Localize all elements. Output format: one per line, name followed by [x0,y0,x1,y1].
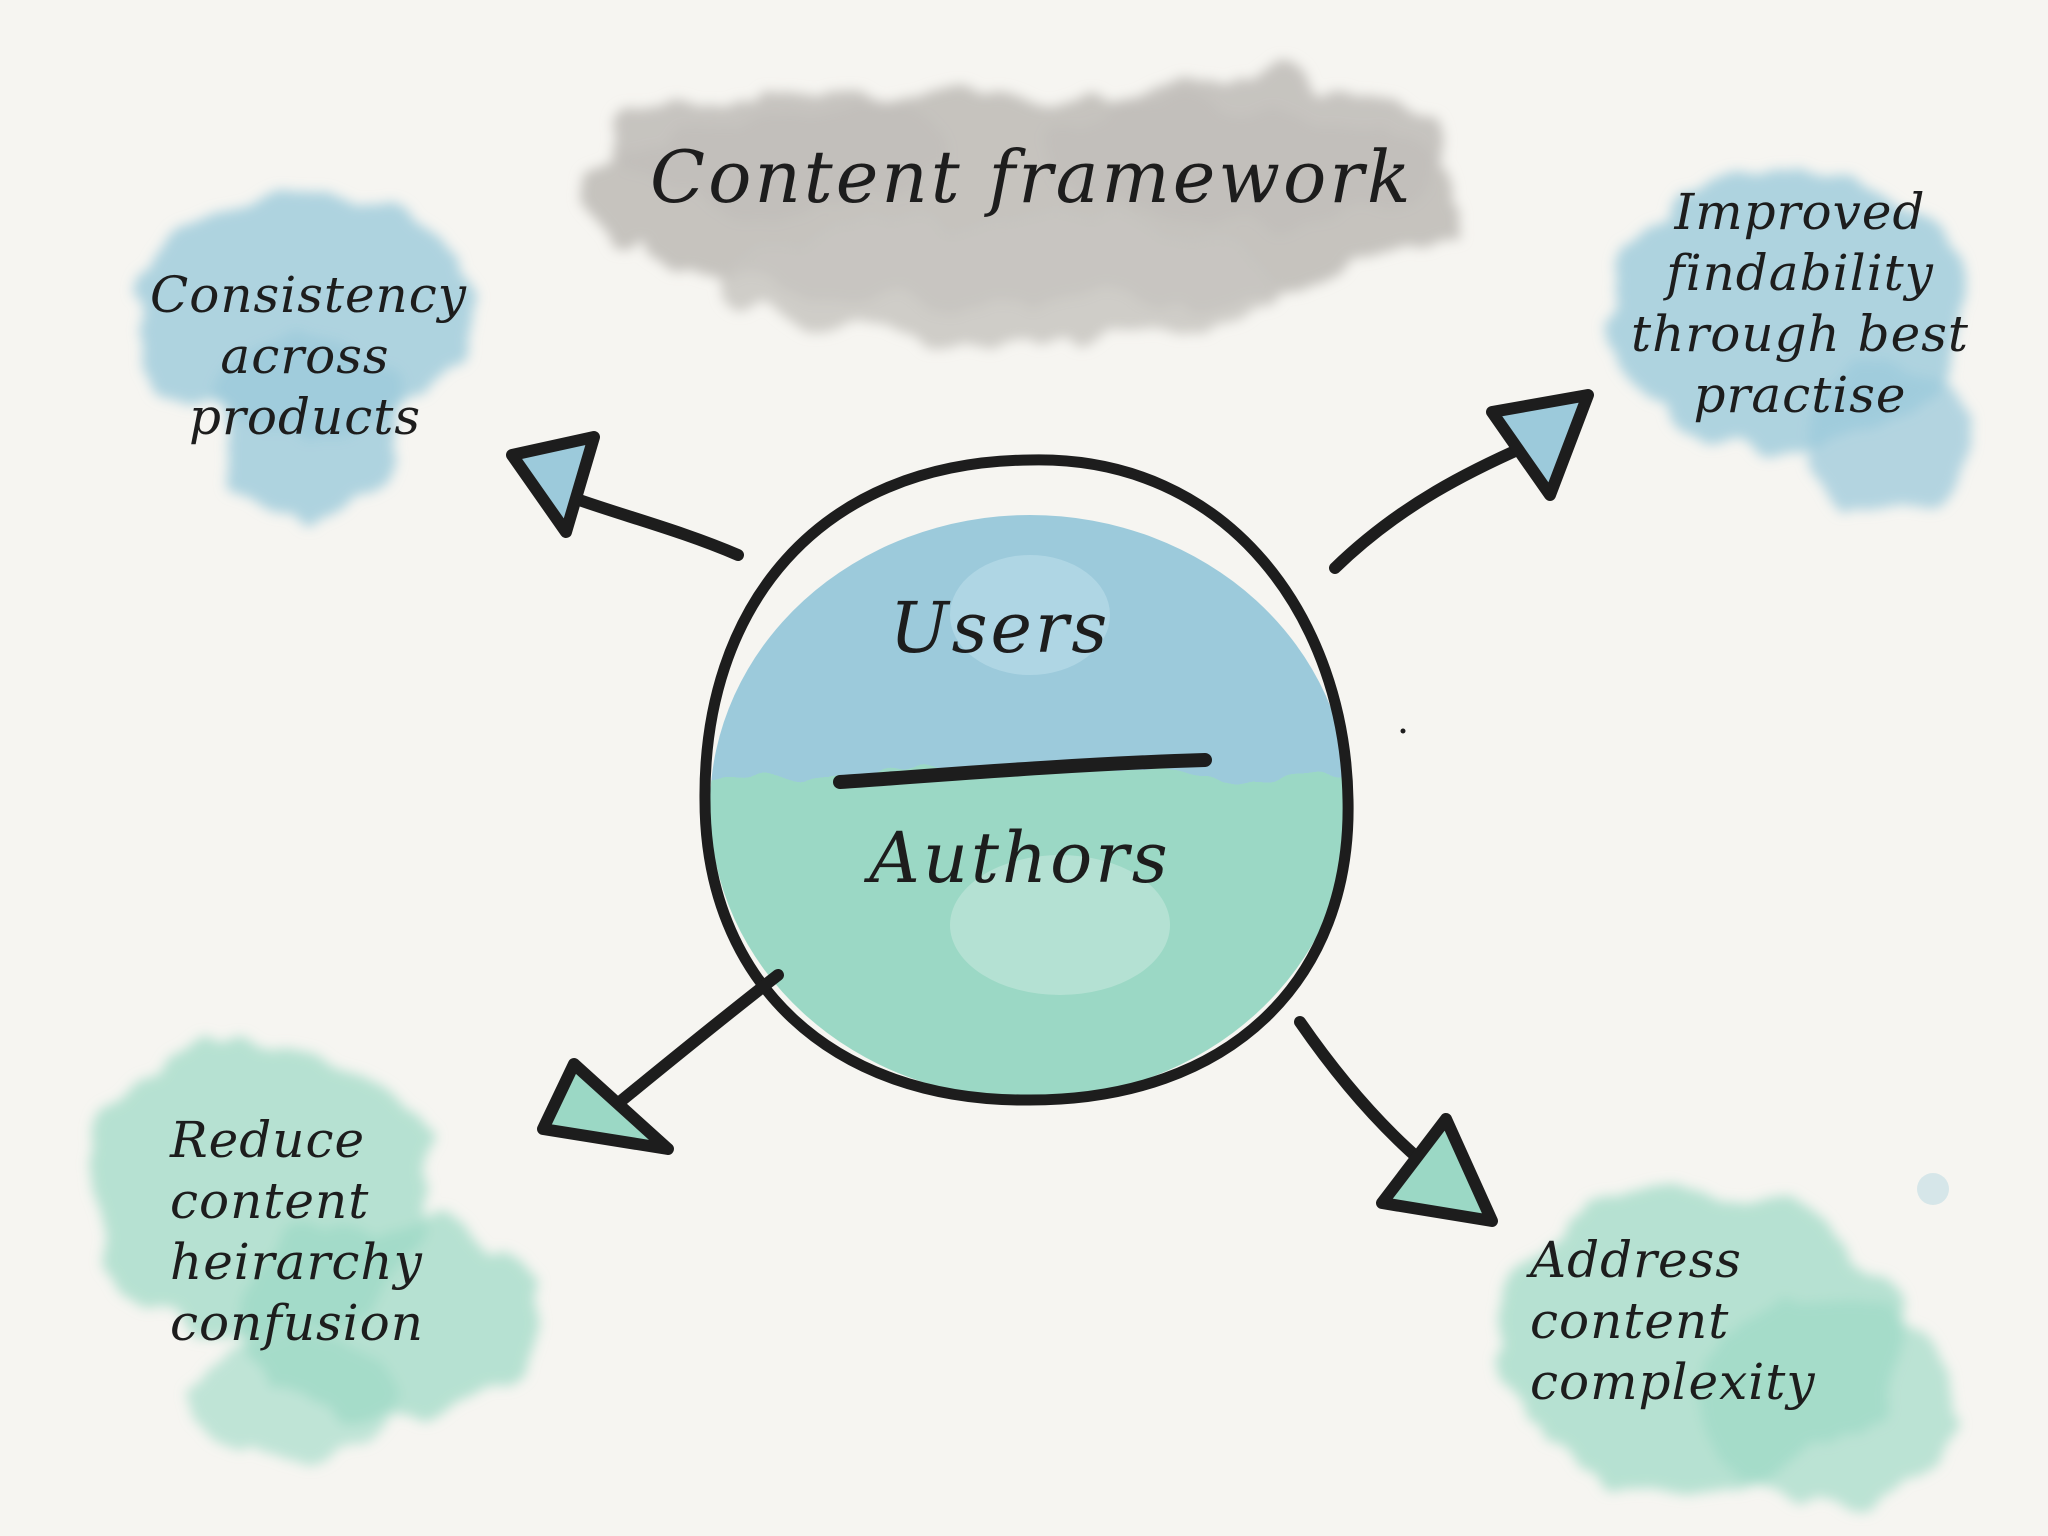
center-divider [833,753,1212,789]
authors-label: Authors [869,817,1171,899]
note-line: heirarchy [170,1233,423,1291]
center-circle-outline [699,454,1354,1106]
note-line: Address [1530,1231,1742,1289]
diagram-title: Content framework [650,135,1414,219]
center-label-authors: Authors [840,817,1200,899]
note-line: content [170,1172,370,1230]
note-top-left: Consistency across products [150,265,468,448]
note-top-right: Improved findability through best practi… [1630,182,1970,426]
paint-spot [1917,1173,1949,1205]
note-line: findability [1666,244,1934,302]
users-label: Users [889,587,1111,669]
cloud-top-right [1610,170,1970,515]
title-cloud [580,80,1460,340]
note-bottom-right: Address content complexity [1530,1230,1850,1413]
cloud-bottom-left [90,1040,540,1460]
arrow-bottom-left [537,969,784,1155]
note-line: products [189,388,421,446]
note-bottom-left: Reduce content heirarchy confusion [170,1110,460,1354]
ink-dot [1400,728,1406,734]
note-line: complexity [1530,1353,1816,1411]
note-line: practise [1693,366,1907,424]
arrow-top-left [506,431,744,561]
center-label-users: Users [850,587,1150,669]
arrow-bottom-right [1294,1016,1498,1227]
note-line: Improved [1674,183,1926,241]
note-line: content [1530,1292,1730,1350]
note-line: across [220,327,390,385]
cloud-bottom-right [1500,1190,1960,1500]
note-line: confusion [170,1294,424,1352]
note-line: Consistency [150,266,468,324]
note-line: Reduce [170,1111,366,1169]
arrow-top-right [1329,389,1594,574]
note-line: through best [1631,305,1969,363]
cloud-top-left [130,190,470,520]
diagram-title-text: Content framework [650,135,1414,219]
